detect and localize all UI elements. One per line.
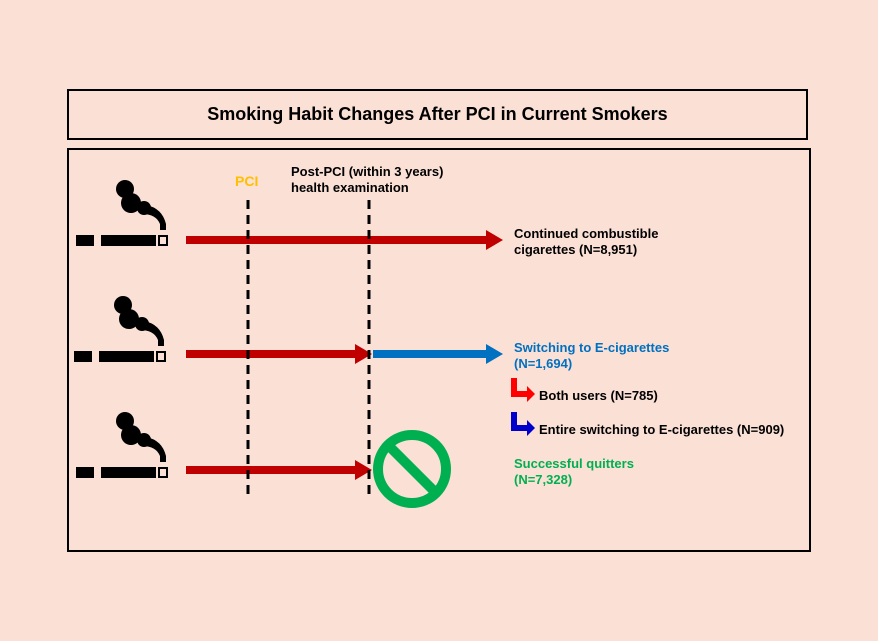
- cigarette-smoke-icon: [76, 180, 168, 246]
- both-users-arrow-icon: [511, 378, 535, 402]
- cigarette-smoke-icon: [76, 412, 168, 478]
- quitters-label-line2: (N=7,328): [514, 472, 573, 487]
- continued-label-line1: Continued combustible: [514, 226, 659, 241]
- diagram-panel: [67, 148, 811, 552]
- continued-arrow: [186, 230, 503, 250]
- switching-arrow: [186, 344, 503, 364]
- post-pci-label-line1: Post-PCI (within 3 years): [291, 164, 444, 179]
- quitters-label-line1: Successful quitters: [514, 456, 634, 471]
- cigarette-smoke-icon: [74, 296, 166, 362]
- entire-switching-label: Entire switching to E-cigarettes (N=909): [539, 422, 785, 437]
- no-symbol-icon: [373, 430, 451, 508]
- post-pci-label-line2: health examination: [291, 180, 409, 195]
- entire-switching-arrow-icon: [511, 412, 535, 436]
- pci-label: PCI: [235, 173, 259, 189]
- continued-label-line2: cigarettes (N=8,951): [514, 242, 638, 257]
- both-users-label: Both users (N=785): [539, 388, 658, 403]
- quitter-arrow: [186, 460, 372, 480]
- diagram-title: Smoking Habit Changes After PCI in Curre…: [67, 89, 808, 140]
- switching-label-line1: Switching to E-cigarettes: [514, 340, 670, 355]
- switching-label-line2: (N=1,694): [514, 356, 573, 371]
